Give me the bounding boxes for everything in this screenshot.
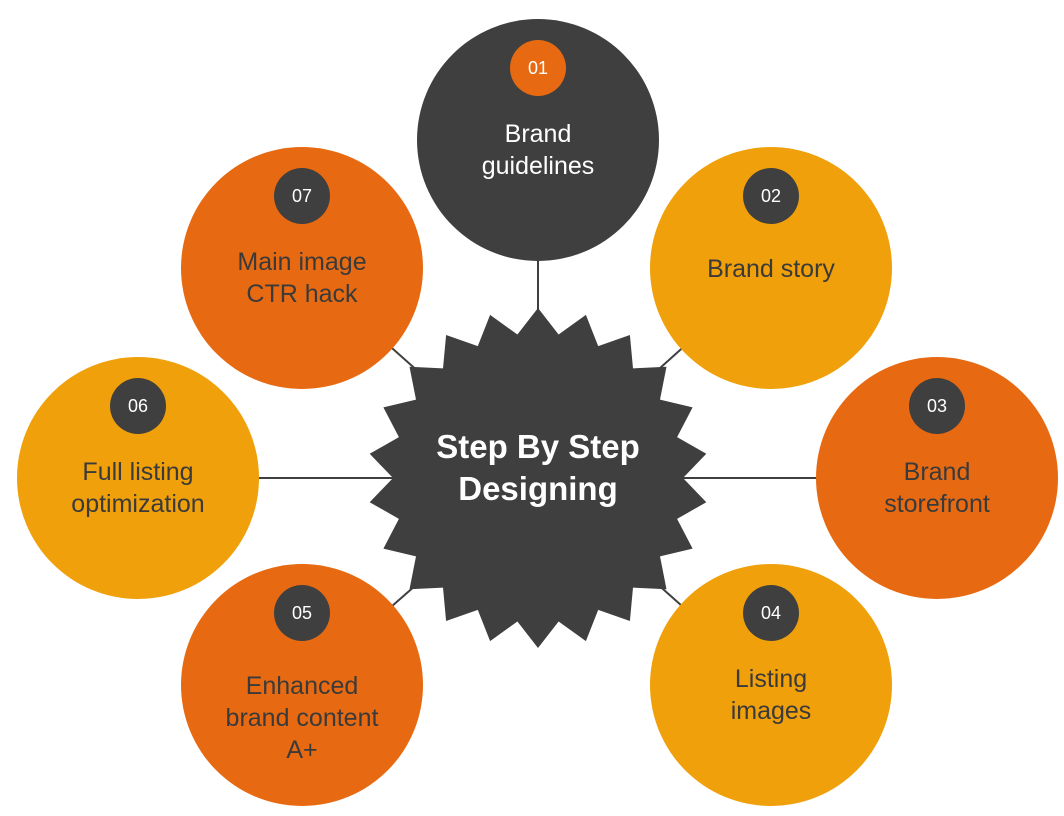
step-label-01-line-1: Brand [505, 120, 572, 148]
step-number-badge-06 [110, 378, 166, 434]
step-circle-07 [181, 147, 423, 389]
step-number-01: 01 [528, 58, 548, 78]
step-number-04: 04 [761, 603, 781, 623]
step-label-07-line-1: Main image [237, 248, 366, 276]
step-circle-05 [181, 564, 423, 806]
step-number-05: 05 [292, 603, 312, 623]
step-number-badge-07 [274, 168, 330, 224]
step-label-05-line-2: brand content [226, 704, 379, 732]
step-circle-01 [417, 19, 659, 261]
center-title-line-2: Designing [458, 470, 618, 507]
step-number-badge-02 [743, 168, 799, 224]
center-starburst [369, 308, 707, 648]
step-label-01-line-2: guidelines [482, 152, 595, 180]
step-number-badge-01 [510, 40, 566, 96]
step-number-02: 02 [761, 186, 781, 206]
step-label-05-line-1: Enhanced [246, 672, 359, 700]
step-circle-02 [650, 147, 892, 389]
step-label-06-line-2: optimization [71, 490, 204, 518]
step-label-07-line-2: CTR hack [246, 280, 358, 308]
step-label-06-line-1: Full listing [82, 458, 193, 486]
step-label-05-line-3: A+ [286, 736, 317, 764]
step-circle-06 [17, 357, 259, 599]
step-circle-03 [816, 357, 1058, 599]
center-title-line-1: Step By Step [436, 428, 640, 465]
step-number-06: 06 [128, 396, 148, 416]
step-label-03-line-2: storefront [884, 490, 990, 518]
step-circle-04 [650, 564, 892, 806]
step-label-04-line-2: images [731, 697, 812, 725]
step-number-badge-03 [909, 378, 965, 434]
center-hub: Step By Step Designing [369, 308, 707, 648]
step-label-03-line-1: Brand [904, 458, 971, 486]
step-number-03: 03 [927, 396, 947, 416]
step-label-02-line-1: Brand story [707, 255, 835, 283]
step-number-badge-04 [743, 585, 799, 641]
step-number-badge-05 [274, 585, 330, 641]
step-number-07: 07 [292, 186, 312, 206]
step-label-04-line-1: Listing [735, 665, 807, 693]
